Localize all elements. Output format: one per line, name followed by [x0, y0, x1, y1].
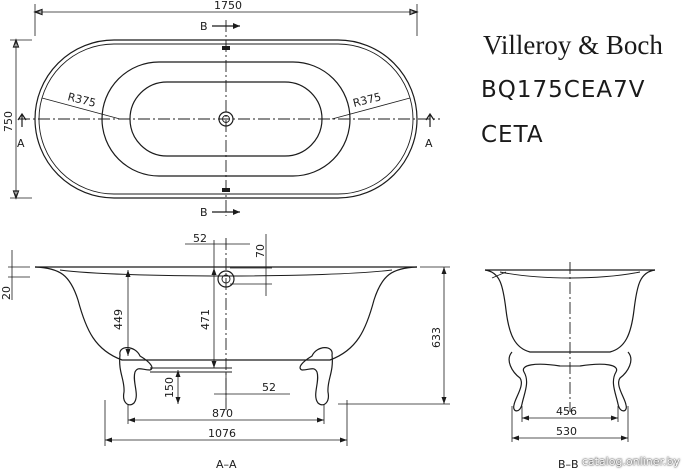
- end-foot-span-dimension: 456: [556, 405, 577, 418]
- width-dimension: 750: [2, 111, 15, 132]
- total-height-dimension: 633: [430, 327, 443, 348]
- brand-name: Villeroy & Boch: [483, 30, 663, 60]
- drain-offset-y-dimension: 70: [254, 244, 267, 258]
- end-view-bb: 456 530 B–B: [484, 262, 656, 471]
- foot-height-dimension: 150: [163, 377, 176, 398]
- rim-height-dimension: 20: [0, 286, 13, 300]
- side-view-aa: 20 449 471 52 70 633 150 52: [0, 232, 450, 471]
- view-label-aa: A–A: [216, 458, 237, 471]
- radius-left-label: R375: [66, 90, 97, 110]
- section-mark-b-top: B: [200, 20, 208, 33]
- drain-offset-x-dimension: 52: [193, 232, 207, 245]
- end-base-width-dimension: 530: [556, 425, 577, 438]
- top-view: R375 R375 1750 750 A A B B: [2, 0, 440, 219]
- section-mark-a-left: A: [17, 137, 25, 150]
- length-dimension: 1750: [214, 0, 242, 12]
- foot-left: [119, 347, 153, 406]
- drain-height-dimension: 471: [199, 309, 212, 330]
- end-foot-left: [508, 351, 561, 412]
- inner-depth-dimension: 449: [112, 309, 125, 330]
- end-foot-right: [579, 351, 632, 412]
- foot-right: [299, 347, 333, 406]
- foot-offset-dimension: 52: [262, 381, 276, 394]
- base-length-dimension: 1076: [208, 427, 236, 440]
- view-label-bb: B–B: [558, 458, 579, 471]
- watermark: catalog.onliner.by: [581, 455, 680, 468]
- foot-span-dimension: 870: [212, 407, 233, 420]
- section-mark-b-bottom: B: [200, 206, 208, 219]
- section-mark-a-right: A: [425, 137, 433, 150]
- model-code: BQ175CEA7V: [481, 77, 646, 103]
- series-name: CETA: [481, 122, 544, 148]
